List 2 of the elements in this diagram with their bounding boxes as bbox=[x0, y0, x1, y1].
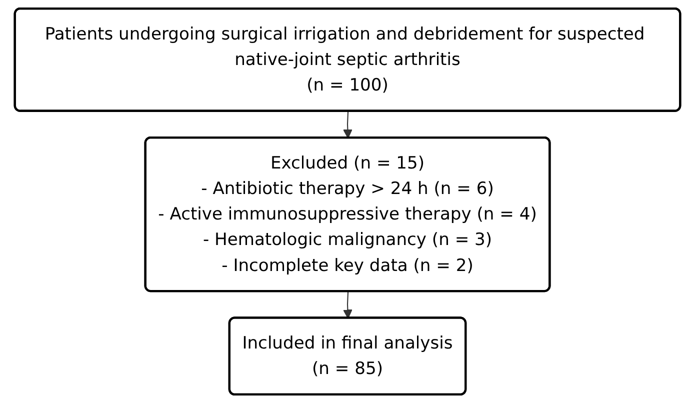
arrow bbox=[343, 292, 352, 319]
arrow bbox=[343, 111, 352, 138]
